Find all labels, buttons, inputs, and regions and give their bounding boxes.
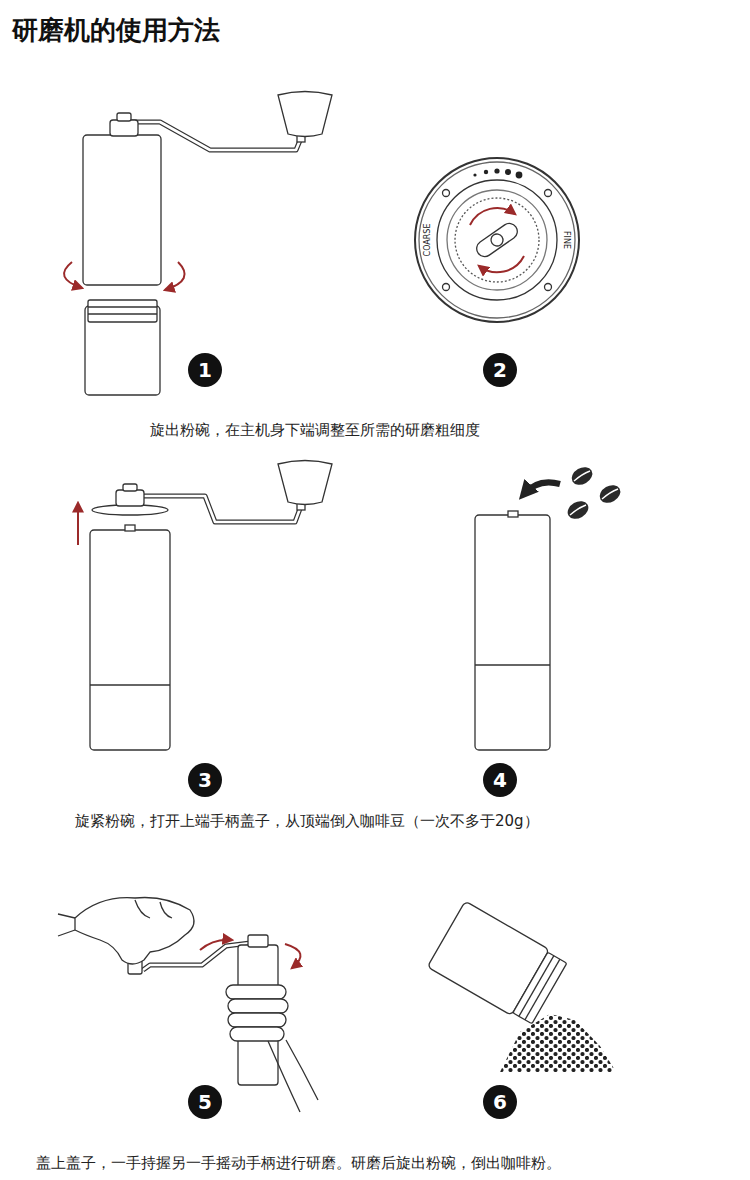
bowl-pouring-part <box>500 1014 616 1072</box>
grind-dial <box>415 158 579 322</box>
step-caption: 旋紧粉碗，打开上端手柄盖子，从顶端倒入咖啡豆（一次不多于20g） <box>75 812 539 832</box>
grinder-in-hands <box>58 898 318 1113</box>
grinder-filling-part <box>570 471 618 515</box>
grind-dial-part <box>473 173 476 176</box>
grind-dial-part <box>516 172 523 179</box>
grinder-unscrewed-part <box>117 113 131 121</box>
bowl-pouring <box>427 901 616 1072</box>
grinder-in-hands-part <box>285 944 301 968</box>
grinder-unscrewed <box>64 92 332 396</box>
grinder-in-hands-part <box>268 1041 300 1112</box>
bowl-pouring-part-part <box>519 956 554 1017</box>
grinder-unscrewed-part <box>278 92 332 137</box>
grind-dial-part-part <box>489 232 506 249</box>
dial-label: COARSE <box>424 224 432 257</box>
grind-dial-part <box>494 168 499 173</box>
grinder-unscrewed-part <box>88 300 157 322</box>
grinder-filling-part-part <box>568 464 595 489</box>
grinder-lid-open-part <box>123 484 137 491</box>
dial-label: FINE <box>562 231 570 249</box>
grind-dial-part <box>545 190 552 197</box>
step-caption: 盖上盖子，一手持握另一手摇动手柄进行研磨。研磨后旋出粉碗，倒出咖啡粉。 <box>36 1154 561 1174</box>
grinder-lid-open-part <box>116 490 144 506</box>
grinder-in-hands-part <box>200 940 232 950</box>
grinder-in-hands-part <box>228 999 288 1013</box>
grind-dial-part <box>470 208 515 225</box>
grinder-unscrewed-part <box>110 120 138 136</box>
grinder-lid-open-part <box>278 461 332 505</box>
grinder-filling-part-part <box>602 489 618 499</box>
grind-dial-part <box>415 158 579 322</box>
step-number-text: 6 <box>493 1092 507 1112</box>
grinder-in-hands-part <box>230 1027 284 1041</box>
grinder-lid-open <box>78 461 332 751</box>
grinder-filling-part <box>524 482 560 494</box>
grinder-filling-part <box>475 515 550 750</box>
grinder-unscrewed-part <box>88 313 157 314</box>
step-number-text: 3 <box>198 770 212 790</box>
grinder-in-hands-part <box>226 985 286 999</box>
step-number-text: 5 <box>198 1092 212 1112</box>
grind-dial-part <box>545 284 552 291</box>
step-number-text: 2 <box>493 360 507 380</box>
grinder-filling-part <box>564 464 623 523</box>
grind-dial-part <box>447 190 547 290</box>
grind-dial-part <box>443 190 450 197</box>
step-number: 5 <box>188 1085 222 1119</box>
grind-dial-part-part <box>474 220 521 259</box>
grinder-in-hands-part <box>135 900 172 918</box>
grinder-filling-part <box>475 664 550 665</box>
step-number-text: 4 <box>493 770 507 790</box>
grind-dial-part <box>419 162 575 318</box>
grinder-filling-part-part <box>596 482 623 507</box>
grinder-lid-open-part <box>90 684 170 685</box>
grinder-filling-part-part <box>564 498 591 523</box>
grinder-in-hands-part <box>58 914 75 936</box>
grind-dial-part <box>437 180 557 300</box>
bowl-pouring-part-part <box>525 959 560 1020</box>
grinder-unscrewed-part <box>88 306 157 307</box>
grinder-filling-part-part <box>570 505 586 515</box>
grinder-unscrewed-part <box>165 262 185 290</box>
grinder-lid-open-part <box>125 525 135 531</box>
grinder-filling <box>475 464 624 750</box>
step-number: 1 <box>188 353 222 387</box>
grinder-unscrewed-part <box>83 135 161 285</box>
step-number: 2 <box>483 353 517 387</box>
grind-dial-part <box>474 220 521 259</box>
grinder-filling-part <box>508 511 518 517</box>
grind-dial-part <box>505 169 511 175</box>
grind-dial-part <box>455 198 539 282</box>
grinder-lid-open-part <box>90 530 170 750</box>
step-caption: 旋出粉碗，在主机身下端调整至所需的研磨粗细度 <box>150 421 480 441</box>
step-number-text: 1 <box>198 360 212 380</box>
step-number: 4 <box>483 763 517 797</box>
bowl-pouring-part-part <box>513 952 567 1024</box>
grinder-in-hands-part <box>228 1013 286 1027</box>
grinder-in-hands-part <box>286 1040 318 1100</box>
grinder-in-hands-part <box>248 935 268 947</box>
grind-dial-part <box>484 170 488 174</box>
grinder-unscrewed-part <box>64 262 82 288</box>
grinder-lid-open-part <box>77 503 79 545</box>
title: 研磨机的使用方法 <box>12 14 220 48</box>
grind-dial-part <box>443 284 450 291</box>
grinder-in-hands-part <box>75 898 194 965</box>
step-number: 3 <box>188 763 222 797</box>
step-number: 6 <box>483 1085 517 1119</box>
grind-dial-part <box>479 256 524 272</box>
bowl-pouring-part <box>427 901 568 1026</box>
grinder-filling-part-part <box>574 471 590 481</box>
